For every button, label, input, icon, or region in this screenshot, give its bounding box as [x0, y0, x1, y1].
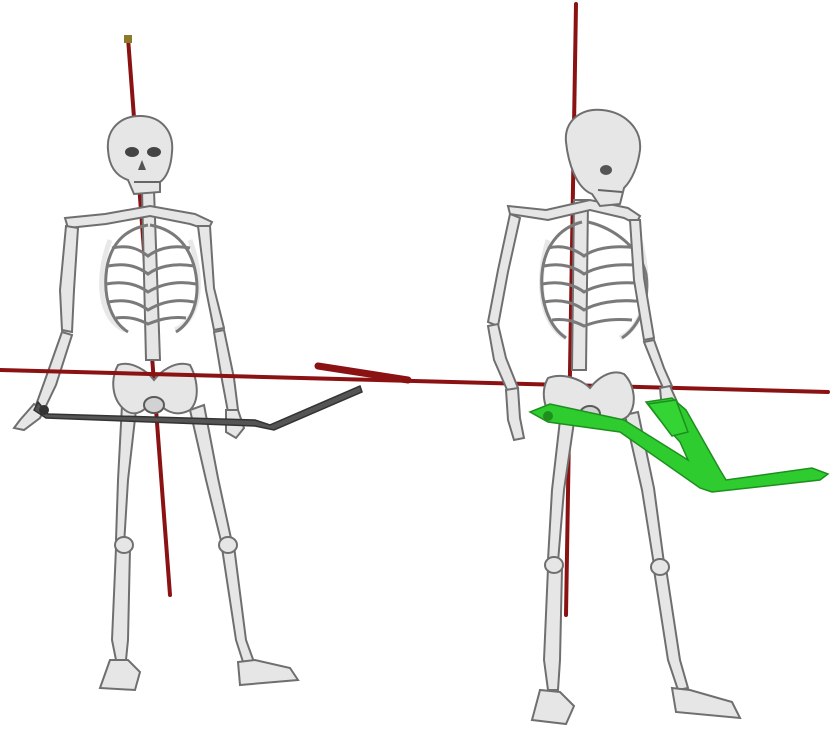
- left-legs: [100, 405, 298, 690]
- right-skull: [566, 110, 640, 206]
- left-skull: [108, 116, 172, 194]
- right-skeleton: [488, 4, 828, 724]
- left-skeleton: [14, 35, 362, 690]
- left-axis-tip-marker: [124, 35, 132, 43]
